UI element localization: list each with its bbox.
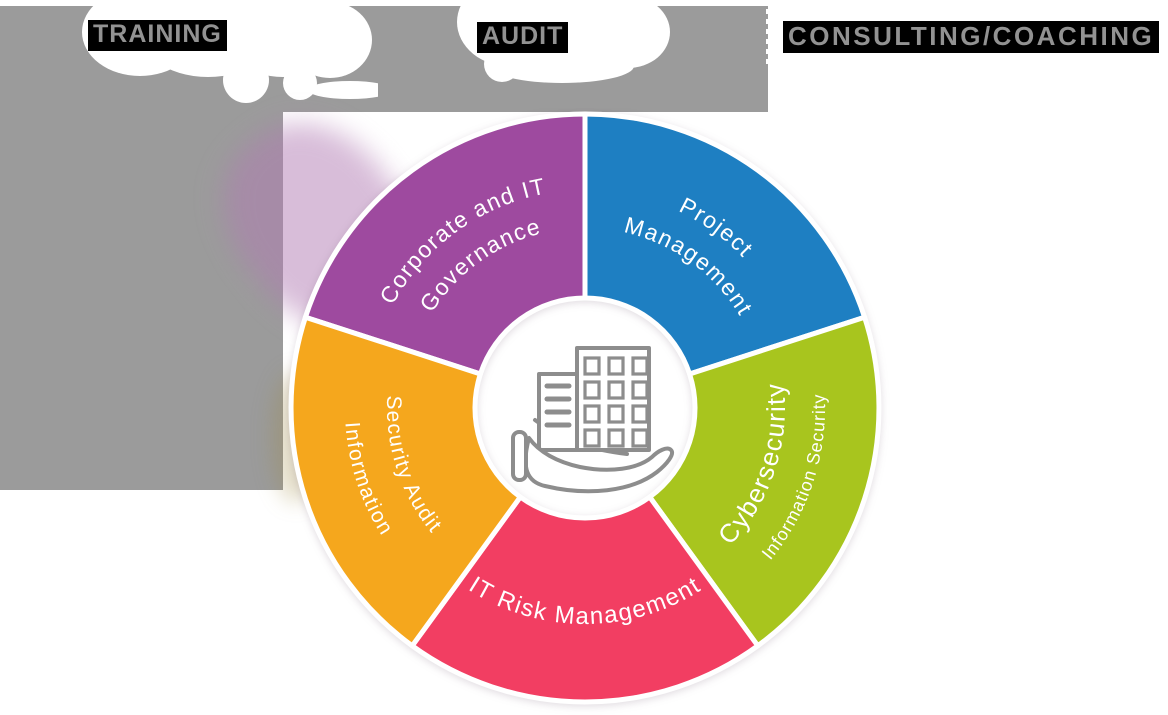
wedge-corporate-it-governance: [302, 111, 588, 377]
wedge-information-security-audit: [288, 314, 523, 649]
wedge-project-management: [582, 111, 868, 377]
services-wheel: Corporate and IT Governance Project Mana…: [288, 111, 882, 705]
training-label: TRAINING: [88, 20, 227, 51]
wedge-cybersecurity: [647, 314, 882, 649]
wedge-it-risk-management: [409, 494, 761, 705]
audit-label: AUDIT: [477, 22, 569, 53]
training-cloud-icon: [82, 0, 378, 103]
dashed-edge-marks: [766, 9, 770, 65]
hand-holding-buildings-icon: [511, 346, 674, 494]
consulting-coaching-label: CONSULTING/COACHING: [783, 21, 1160, 53]
